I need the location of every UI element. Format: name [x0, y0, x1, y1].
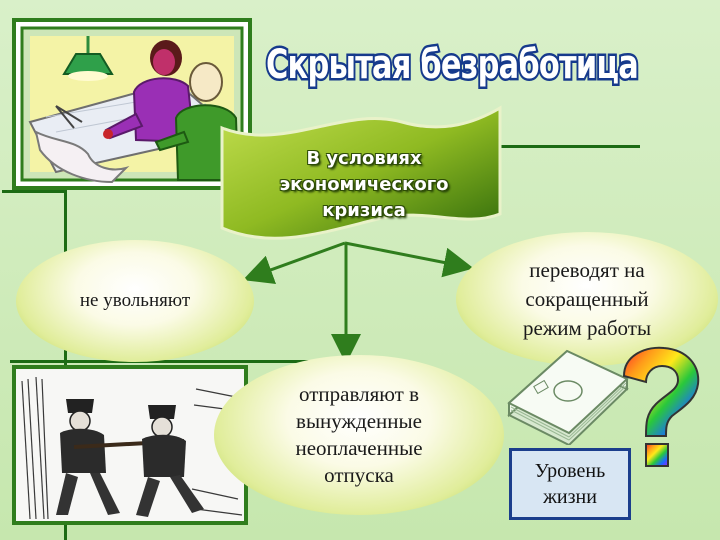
living-standard-text: Уровень жизни	[512, 458, 628, 510]
oval-leave-text: отправляют в вынужденные неоплаченные от…	[274, 381, 444, 489]
oval-not-fire: не увольняют	[16, 240, 254, 362]
decor-top-line	[500, 145, 640, 148]
oval-not-fire-text: не увольняют	[80, 290, 190, 312]
money-stack-icon	[505, 345, 630, 445]
slide-title: Скрытая безработица	[262, 34, 642, 90]
oval-short-week-text: переводят на сокращенный режим работы	[502, 256, 672, 343]
oval-leave: отправляют в вынужденные неоплаченные от…	[214, 355, 504, 515]
slide-title-text: Скрытая безработица	[266, 42, 638, 88]
living-standard-box: Уровень жизни	[509, 448, 631, 520]
running-men-sketch	[16, 369, 244, 521]
banner-text: В условиях экономического кризиса	[254, 146, 474, 224]
crisis-banner: В условиях экономического кризиса	[214, 100, 504, 250]
runners-picture	[12, 365, 248, 525]
